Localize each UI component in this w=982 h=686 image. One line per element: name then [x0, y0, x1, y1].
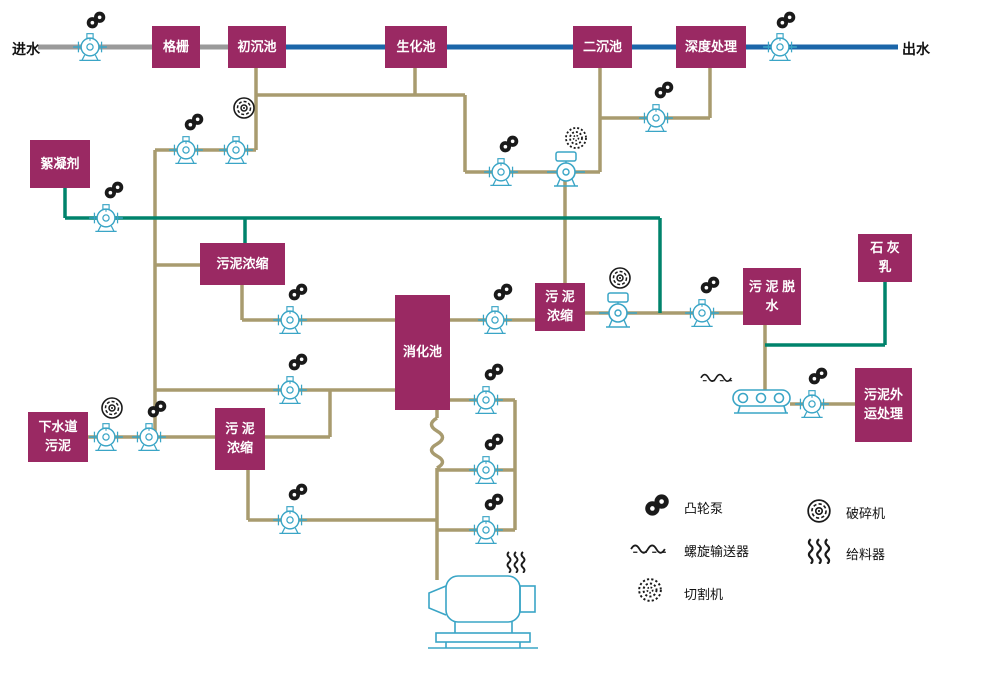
- pump-icon: [272, 305, 308, 335]
- pump-icon: [72, 32, 108, 62]
- legend-label-lobe-pump: 凸轮泵: [684, 501, 724, 516]
- legend-label-cutter: 切割机: [684, 587, 724, 602]
- crusher-icon: [609, 267, 631, 289]
- lobe-pump-icon: [499, 135, 519, 153]
- lobe-pump-icon: [147, 400, 167, 418]
- pump-icon: [168, 135, 204, 165]
- pipe-network: [38, 44, 898, 580]
- inlet-label: 进水: [12, 41, 40, 57]
- lobe-pump-icon: [104, 181, 124, 199]
- heat-exchanger-coil: [429, 416, 445, 470]
- legend-label-crusher: 破碎机: [846, 506, 886, 521]
- centrifuge-machine: [428, 575, 538, 649]
- box-sludge-thickening-bottom: 污 泥 浓缩: [215, 408, 265, 470]
- box-grating: 格栅: [152, 26, 200, 68]
- crusher-icon: [807, 499, 831, 523]
- legend-label-screw-conveyor: 螺旋输送器: [684, 544, 750, 559]
- pump-icon: [272, 505, 308, 535]
- lobe-pump-icon: [484, 363, 504, 381]
- motor-pump-icon: [546, 151, 586, 187]
- box-sludge-offsite-disposal: 污泥外 运处理: [855, 368, 912, 442]
- box-digestion-tank: 消化池: [395, 295, 450, 410]
- box-advanced-treatment: 深度处理: [676, 26, 746, 68]
- lobe-pump-icon: [808, 367, 828, 385]
- pump-icon: [468, 515, 504, 545]
- pump-icon: [131, 422, 167, 452]
- crusher-icon: [101, 397, 123, 419]
- lobe-pump-icon: [184, 113, 204, 131]
- lobe-pump-icon: [493, 283, 513, 301]
- lobe-pump-icon: [288, 283, 308, 301]
- pump-icon: [794, 389, 830, 419]
- flocculant-line: [63, 188, 662, 313]
- pump-icon: [477, 305, 513, 335]
- box-secondary-sedimentation: 二沉池: [573, 26, 632, 68]
- pump-icon: [272, 375, 308, 405]
- pump-icon: [468, 455, 504, 485]
- pump-icon: [88, 203, 124, 233]
- lobe-pump-icon: [700, 276, 720, 294]
- box-lime-milk: 石 灰 乳: [858, 234, 912, 282]
- lobe-pump-icon: [776, 11, 796, 29]
- box-sludge-thickening-mid: 污 泥 浓缩: [535, 283, 585, 331]
- lobe-pump-icon: [86, 11, 106, 29]
- box-primary-sedimentation: 初沉池: [228, 26, 286, 68]
- machines: [72, 32, 830, 649]
- pump-icon: [468, 385, 504, 415]
- lobe-pump-icon: [484, 433, 504, 451]
- feeder-icon: [506, 551, 526, 573]
- pump-icon: [88, 422, 124, 452]
- cutter-icon: [638, 578, 662, 602]
- lime-line: [765, 282, 887, 347]
- pump-icon: [762, 32, 798, 62]
- box-biochemical-tank: 生化池: [385, 26, 447, 68]
- lobe-pump-icon: [654, 81, 674, 99]
- lobe-pump-icon: [288, 353, 308, 371]
- pump-icon: [218, 135, 254, 165]
- pump-icon: [684, 298, 720, 328]
- box-sludge-thickening-top: 污泥浓缩: [200, 243, 285, 285]
- screw-conveyor-icon: [630, 544, 667, 554]
- feeder-icon: [807, 538, 831, 564]
- box-sludge-dewatering: 污 泥 脱 水: [743, 268, 801, 325]
- motor-pump-icon: [598, 292, 638, 328]
- box-flocculant: 絮凝剂: [30, 140, 90, 188]
- belt-conveyor-machine: [732, 389, 791, 414]
- sludge-line-digester: [155, 285, 535, 580]
- lobe-pump-icon: [288, 483, 308, 501]
- box-sewer-sludge: 下水道 污泥: [28, 412, 88, 462]
- legend-label-feeder: 给料器: [846, 547, 886, 562]
- pump-icon: [483, 157, 519, 187]
- pump-icon: [638, 103, 674, 133]
- crusher-icon: [233, 97, 255, 119]
- lobe-pump-icon: [645, 494, 669, 516]
- cutter-icon: [565, 127, 587, 149]
- lobe-pump-icon: [484, 493, 504, 511]
- screw-conveyor-icon: [700, 373, 733, 382]
- outlet-label: 出水: [902, 41, 930, 57]
